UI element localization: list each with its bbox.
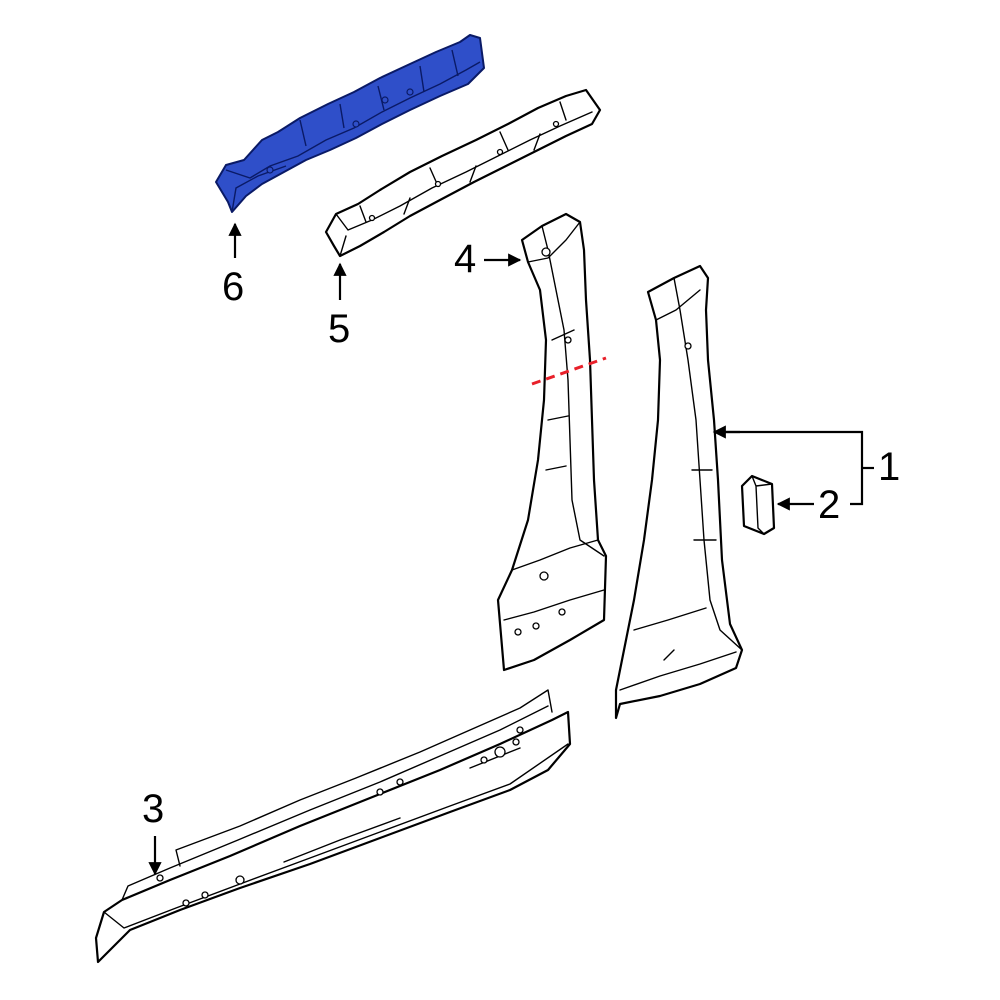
callout-5: 5 <box>328 307 350 351</box>
callout-1: 1 <box>878 445 900 489</box>
callout-6: 6 <box>222 265 244 309</box>
cut-line <box>531 356 607 386</box>
part-6-highlighted-reinforcement[interactable] <box>215 34 485 213</box>
leader-lines <box>148 222 874 876</box>
callout-2: 2 <box>818 483 840 527</box>
part-1-outer-pillar[interactable] <box>614 264 744 720</box>
part-4-inner-pillar[interactable] <box>496 212 608 672</box>
callout-3: 3 <box>142 787 164 831</box>
callout-4: 4 <box>454 237 476 281</box>
part-3-rocker-panel[interactable] <box>94 689 572 964</box>
part-2-bracket[interactable] <box>740 474 776 536</box>
part-5-roof-rail[interactable] <box>324 88 602 258</box>
